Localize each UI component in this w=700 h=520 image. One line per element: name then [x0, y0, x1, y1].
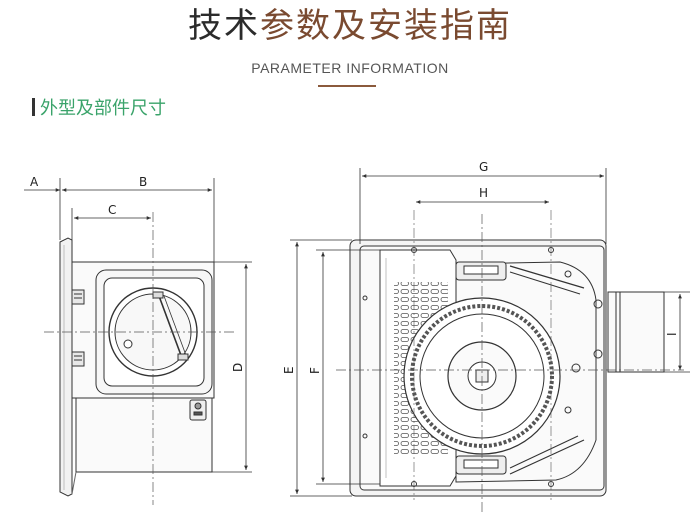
left-side-view — [44, 212, 236, 505]
dim-d-label: D — [231, 363, 245, 372]
dim-b-label: B — [139, 175, 147, 189]
dim-c-label: C — [108, 203, 116, 217]
section-heading: 外型及部件尺寸 — [32, 95, 166, 119]
left-dimensions — [24, 178, 252, 473]
left-flange — [59, 237, 73, 497]
left-bracket-bottom — [71, 351, 85, 367]
dim-f-label: F — [308, 367, 322, 374]
section-marker — [32, 98, 35, 116]
dim-g-label: G — [479, 160, 488, 174]
subtitle-underline — [318, 85, 376, 87]
left-lower-body — [75, 397, 213, 473]
page-subtitle: PARAMETER INFORMATION — [251, 60, 449, 76]
title-part-dark: 技术 — [188, 6, 260, 46]
right-blower-teeth — [410, 304, 554, 448]
page-title: 技术参数及安装指南 — [0, 4, 700, 48]
right-dimensions — [290, 168, 690, 497]
dim-h-label: H — [479, 186, 488, 200]
left-bracket-top — [71, 289, 85, 305]
section-title: 外型及部件尺寸 — [40, 98, 166, 119]
title-part-accent: 参数及安装指南 — [260, 6, 512, 46]
right-front-view — [336, 210, 684, 512]
right-duct-outlet — [607, 291, 665, 373]
dim-e-label: E — [282, 366, 296, 374]
dim-i-label: I — [665, 332, 679, 336]
dim-a-label: A — [30, 175, 39, 189]
